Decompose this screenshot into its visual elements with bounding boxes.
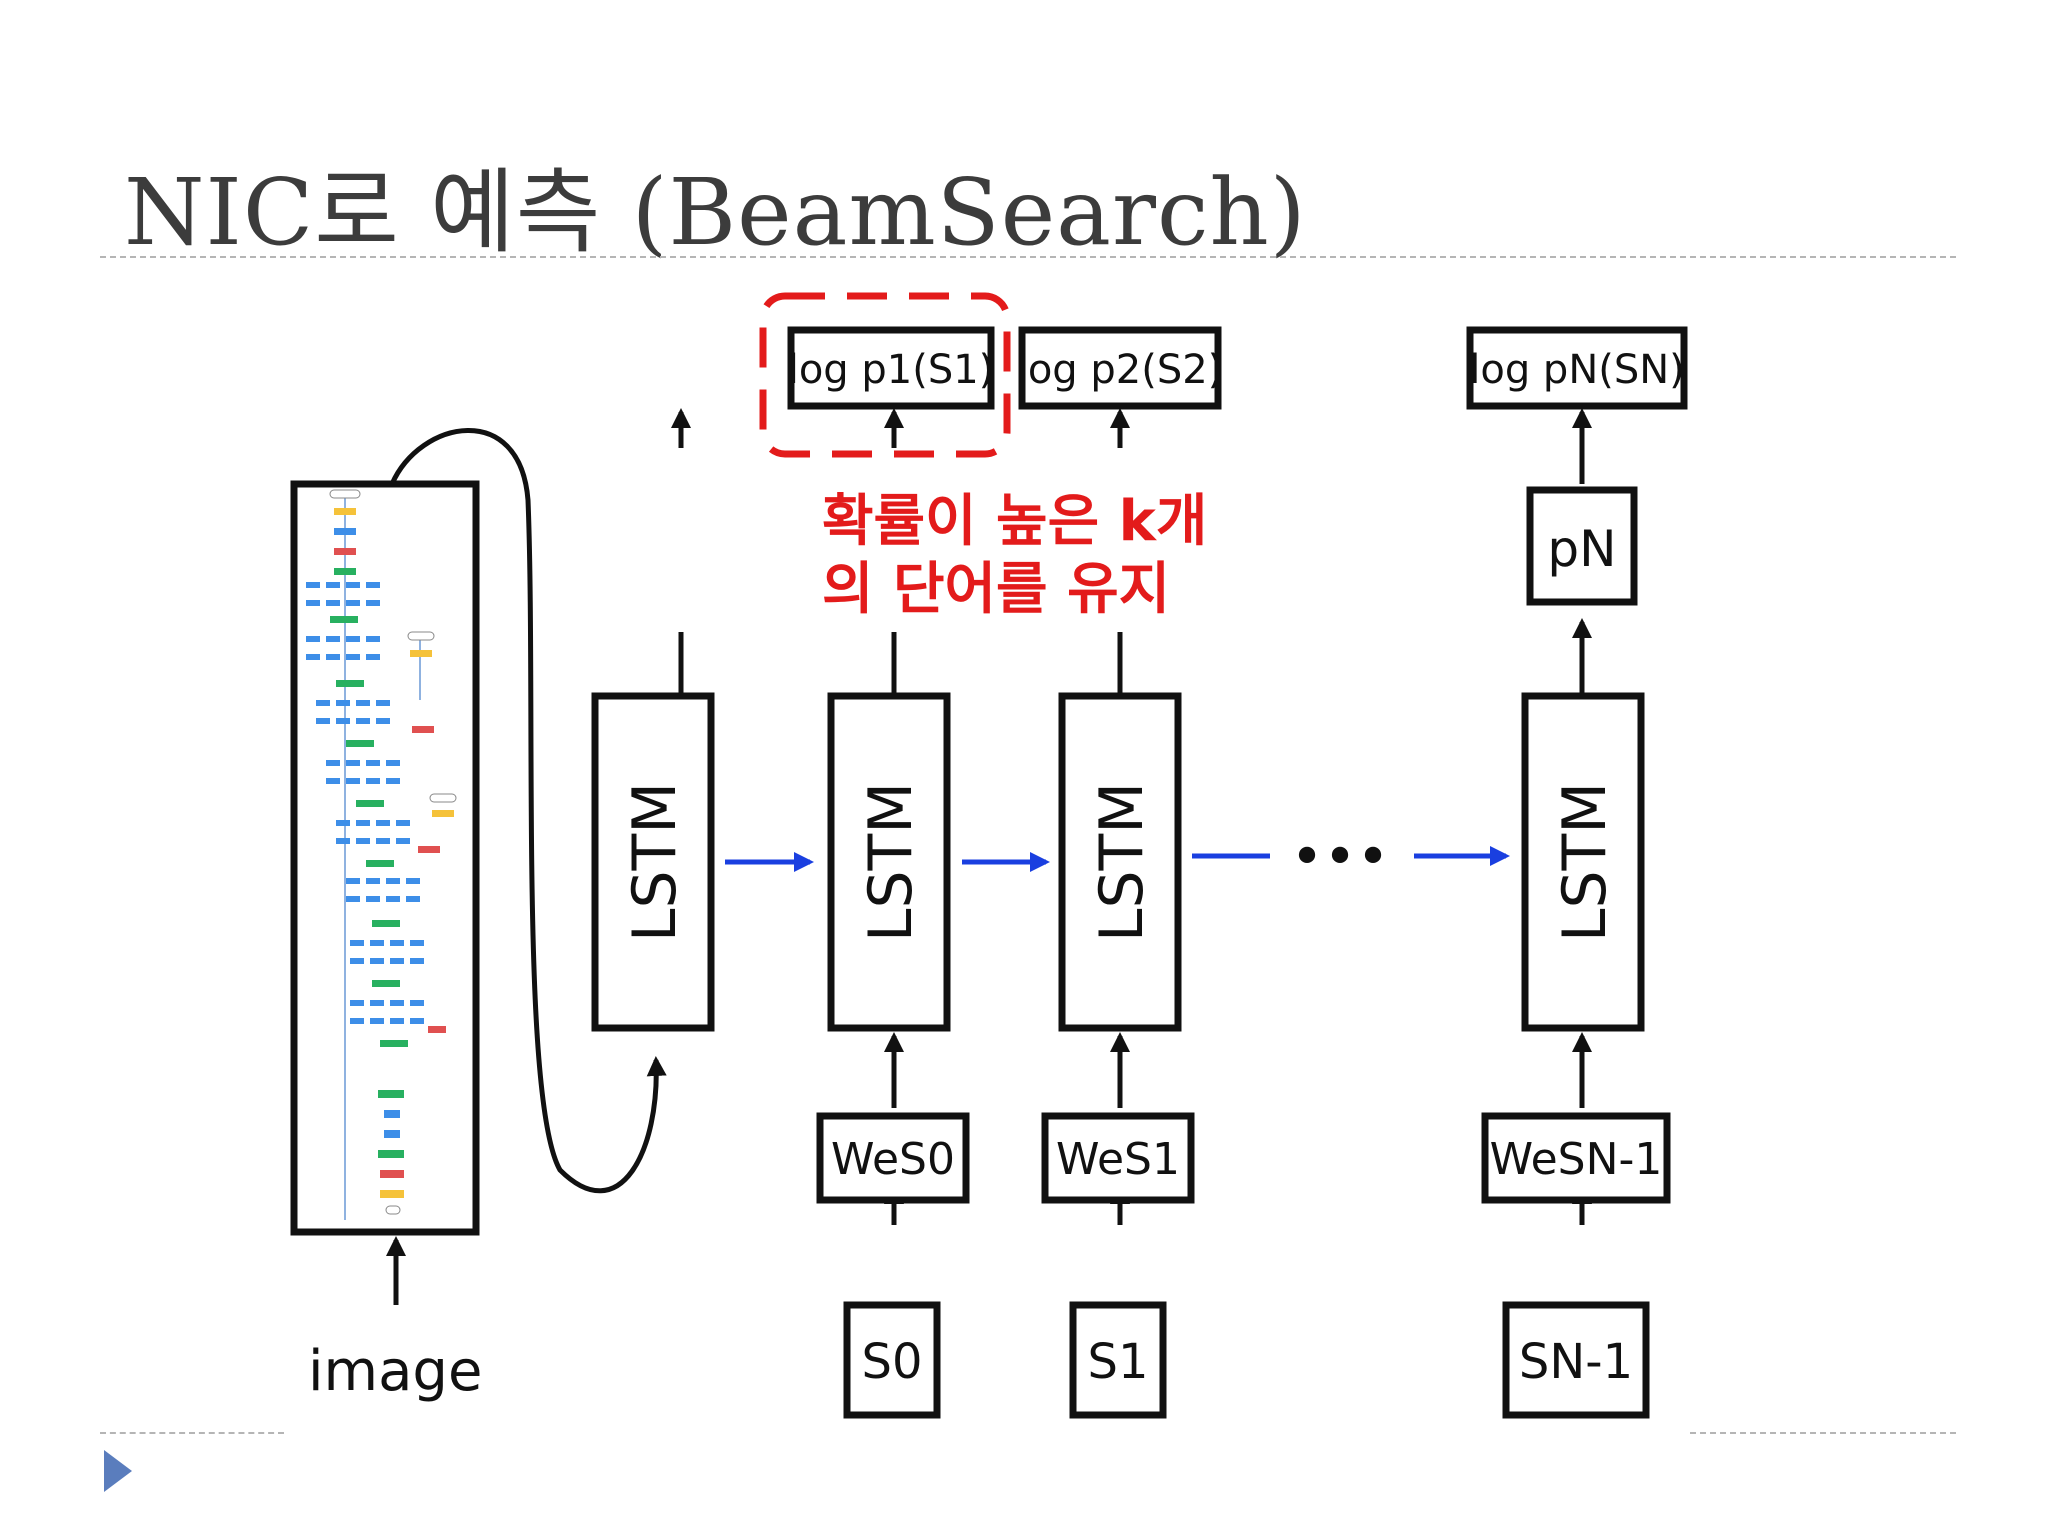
footer-divider-right <box>1690 1432 1956 1434</box>
footer-divider-left <box>100 1432 284 1434</box>
svg-text:S1: S1 <box>1087 1334 1148 1390</box>
red-highlight-frame <box>759 292 1011 458</box>
svg-text:LSTM: LSTM <box>1087 782 1157 942</box>
svg-text:WeSN-1: WeSN-1 <box>1490 1134 1663 1185</box>
image-label: image <box>308 1339 482 1404</box>
ellipsis: ••• <box>1290 825 1389 890</box>
output-box-n: log pN(SN) <box>1466 326 1688 410</box>
annotation-line-1: 확률이 높은 k개 <box>822 489 1207 554</box>
svg-text:WeS0: WeS0 <box>831 1134 955 1185</box>
bullet-triangle-icon <box>104 1450 132 1492</box>
svg-text:log pN(SN): log pN(SN) <box>1469 347 1685 393</box>
pn-box: pN <box>1526 486 1638 606</box>
svg-text:LSTM: LSTM <box>1550 782 1620 942</box>
embedding-box-n: WeSN-1 <box>1481 1112 1671 1204</box>
svg-text:LSTM: LSTM <box>856 782 926 942</box>
embedding-box-1: WeS0 <box>816 1112 970 1204</box>
embedding-box-2: WeS1 <box>1041 1112 1195 1204</box>
output-box-2: log p2(S2) <box>1017 326 1224 410</box>
svg-text:WeS1: WeS1 <box>1056 1134 1180 1185</box>
title-divider <box>100 256 1956 258</box>
input-box-2: S1 <box>1069 1301 1167 1419</box>
svg-text:SN-1: SN-1 <box>1519 1334 1633 1390</box>
cnn-encoder <box>290 480 480 1236</box>
input-box-n: SN-1 <box>1502 1301 1650 1419</box>
lstm-cell-1: LSTM <box>827 692 951 1032</box>
lstm-cell-n: LSTM <box>1521 692 1645 1032</box>
inception-network-icon <box>306 489 457 1220</box>
lstm-cell-2: LSTM <box>1058 692 1182 1032</box>
diagram-background <box>290 300 1690 1536</box>
lstm-cell-0: LSTM <box>591 692 715 1032</box>
annotation-line-2: 의 단어를 유지 <box>822 557 1170 622</box>
svg-text:S0: S0 <box>861 1334 922 1390</box>
svg-text:LSTM: LSTM <box>620 782 690 942</box>
svg-text:log p1(S1): log p1(S1) <box>788 347 995 393</box>
cnn-to-lstm-curve <box>389 428 667 1194</box>
slide-title: NIC로 예측 (BeamSearch) <box>124 159 1307 266</box>
svg-text:log p2(S2): log p2(S2) <box>1017 347 1224 393</box>
output-box-1: log p1(S1) <box>787 326 995 410</box>
svg-text:pN: pN <box>1547 520 1616 578</box>
input-box-1: S0 <box>843 1301 941 1419</box>
